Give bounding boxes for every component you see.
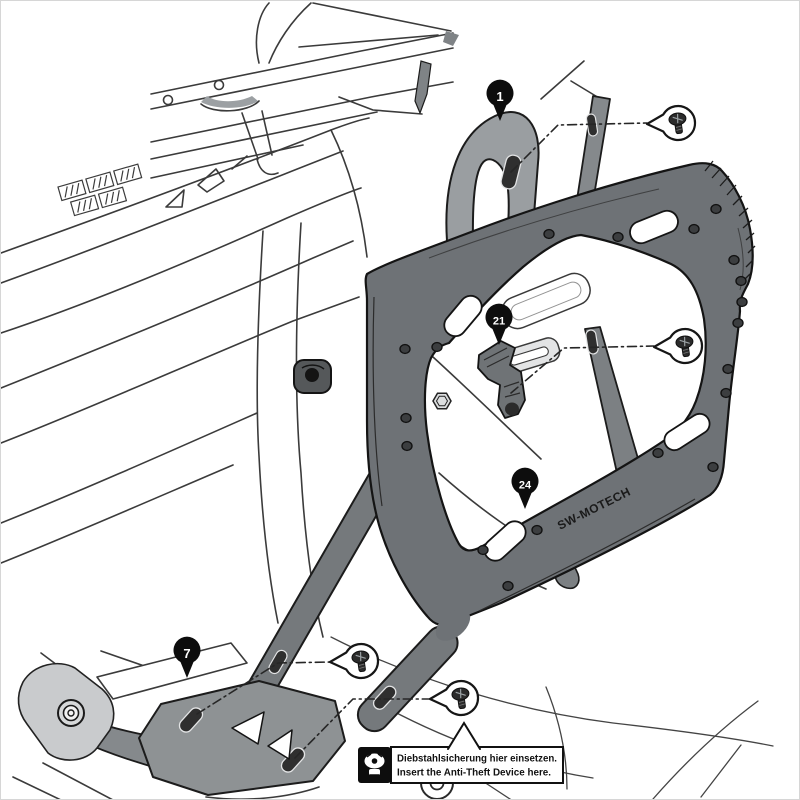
footrest-pivot-bracket — [17, 662, 115, 761]
plate-cutout — [231, 711, 265, 745]
svg-text:1: 1 — [496, 89, 503, 104]
screw-balloon — [652, 327, 704, 365]
leg-junction — [435, 609, 471, 641]
leader-lines — [196, 122, 655, 759]
vent-grid — [57, 163, 143, 217]
leader-line — [294, 698, 431, 759]
heel-guard-line — [205, 786, 320, 799]
anti-theft-label: Diebstahlsicherung hier einsetzen. Inser… — [358, 721, 564, 784]
panel-chevron — [165, 189, 185, 208]
grab-handle-cutout — [501, 272, 591, 330]
body-panel-line — [1, 117, 370, 254]
rack-hole — [162, 94, 174, 106]
loop-shading — [201, 96, 258, 108]
edge-hatching — [704, 160, 756, 282]
seat-bracket-wedge — [414, 60, 432, 115]
body-seam — [256, 230, 279, 624]
grab-handle-loop — [200, 100, 260, 112]
leader-line — [510, 122, 648, 173]
panel-chevron — [197, 168, 225, 193]
carrier-front-leg — [356, 625, 459, 733]
anti-theft-label-pointer — [447, 721, 481, 750]
seat-bracket-wedge — [443, 31, 459, 46]
tail-fin — [268, 2, 312, 64]
anti-theft-text-en: Insert the Anti-Theft Device here. — [397, 767, 551, 779]
upper-mount-bracket — [445, 111, 540, 242]
callout-pin-7: 7 — [173, 636, 201, 678]
svg-text:24: 24 — [519, 480, 532, 492]
rack-plate-edge — [150, 32, 454, 95]
screw-balloon — [428, 679, 480, 717]
anti-theft-text-de: Diebstahlsicherung hier einsetzen. — [397, 753, 557, 765]
frame-grommet — [293, 359, 332, 394]
callout-pin-21: 21 — [485, 303, 513, 345]
svg-text:21: 21 — [493, 316, 505, 328]
screw-balloon — [328, 642, 380, 680]
screw-balloon — [645, 104, 697, 142]
carrier-slots — [443, 209, 711, 562]
hex-bolt — [432, 392, 452, 410]
leader-line — [510, 345, 655, 394]
leader-line — [196, 661, 332, 715]
rack-hole — [213, 79, 225, 91]
anti-theft-device-icon — [364, 753, 385, 776]
anti-theft-bracket-21 — [477, 340, 526, 419]
plate-cutout — [267, 729, 293, 760]
side-carrier-frame: SW-MOTECH — [364, 160, 756, 641]
callout-pin-1: 1 — [486, 79, 514, 122]
callout-pin-24: 24 — [511, 467, 539, 509]
subframe-rail — [150, 81, 454, 143]
svg-text:7: 7 — [183, 646, 190, 661]
